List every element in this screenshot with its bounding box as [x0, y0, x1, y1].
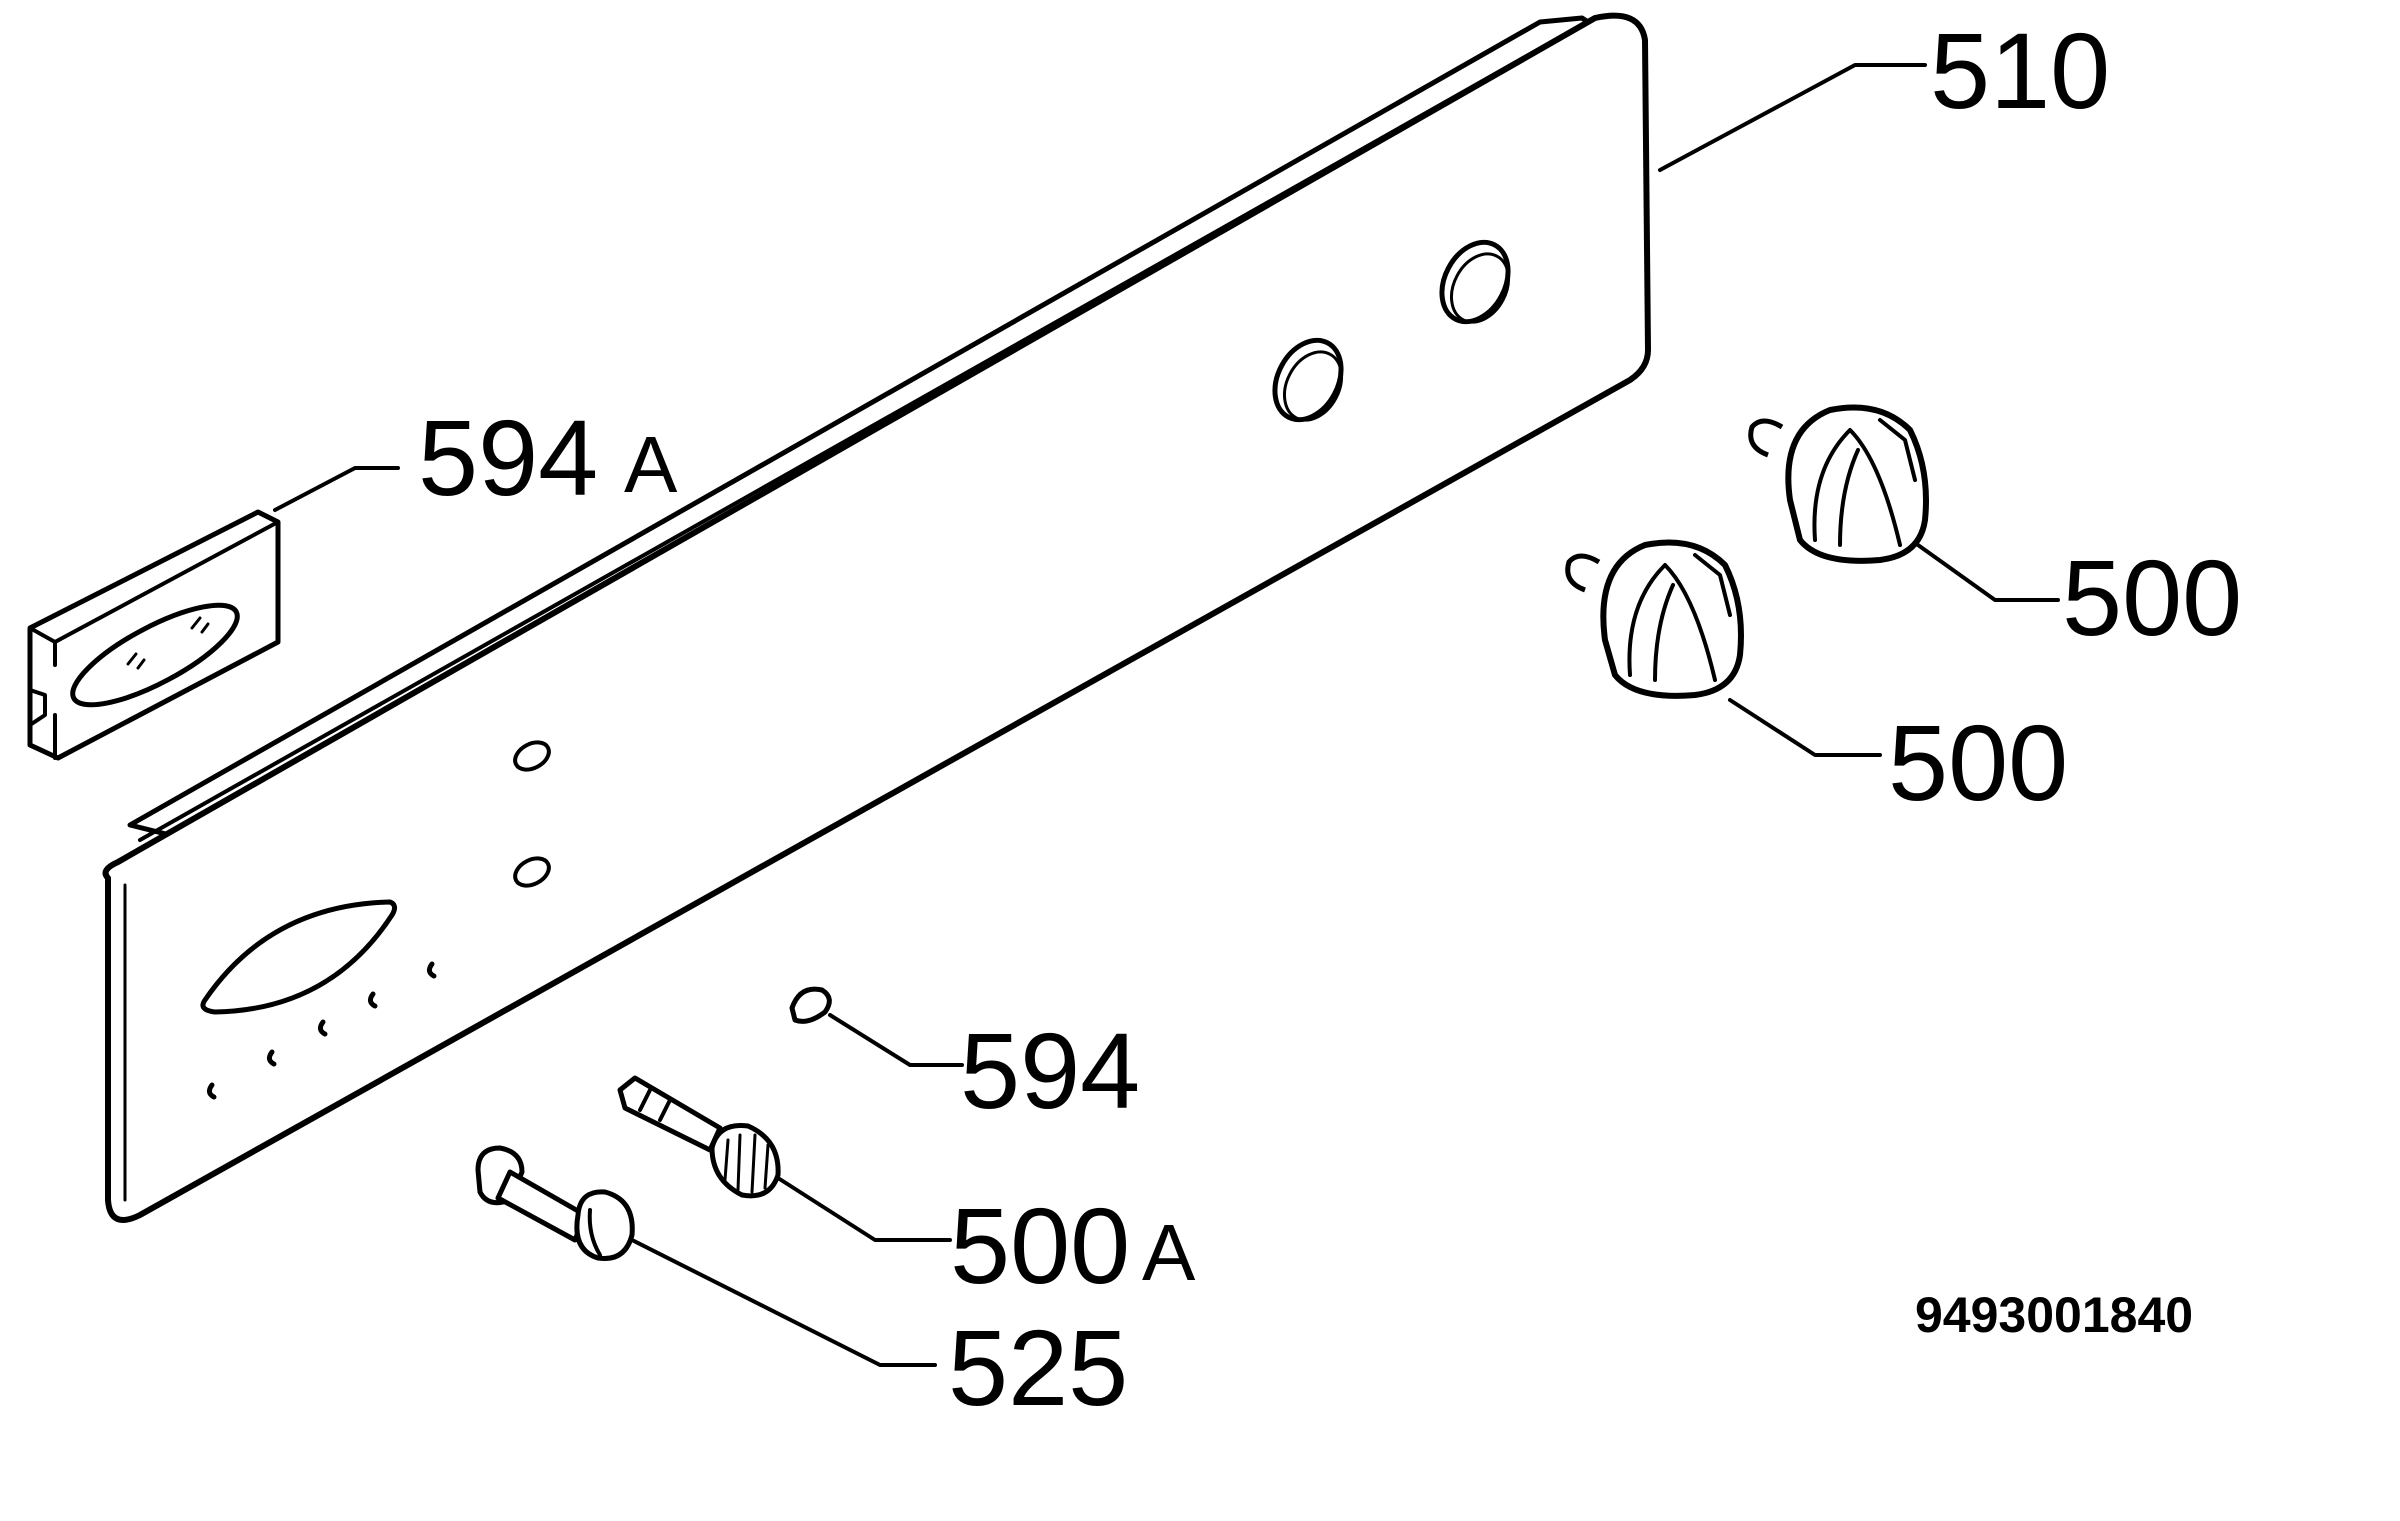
label-510: 510: [1930, 10, 2110, 131]
knob-hole-left: [1272, 337, 1344, 423]
small-knob-part: [617, 1075, 781, 1199]
knob-lower: [1565, 539, 1744, 699]
indicator-hole-lower: [513, 856, 551, 888]
leader-lines: [273, 63, 2060, 1367]
leader-510: [1658, 63, 1927, 172]
control-panel: [102, 12, 1651, 1223]
label-500-upper: 500: [2062, 537, 2242, 658]
reference-number: 9493001840: [1915, 1287, 2193, 1343]
label-500a: 500: [950, 1185, 1130, 1306]
badge-part: [27, 509, 281, 761]
leader-594: [828, 1013, 964, 1067]
label-594a-suffix: A: [624, 420, 678, 509]
indicator-lens: [789, 986, 832, 1024]
leader-500-upper: [1916, 543, 2060, 602]
leader-500a: [776, 1176, 952, 1242]
indicator-hole-upper: [513, 740, 551, 772]
part-labels: 510 594 A 500 500 594 500 A 525 94930018…: [418, 10, 2242, 1428]
leader-500-lower: [1728, 698, 1882, 757]
label-525: 525: [948, 1307, 1128, 1428]
label-594a: 594: [418, 397, 598, 518]
leader-525: [630, 1238, 937, 1367]
label-594: 594: [960, 1010, 1140, 1131]
knob-upper: [1748, 404, 1929, 564]
indicator-dots: [206, 961, 437, 1100]
label-500-lower: 500: [1888, 702, 2068, 823]
display-window: [200, 899, 398, 1015]
knob-hole-right: [1439, 239, 1511, 325]
push-button-part: [475, 1145, 635, 1262]
leader-594a: [273, 466, 400, 512]
label-500a-suffix: A: [1142, 1208, 1196, 1297]
